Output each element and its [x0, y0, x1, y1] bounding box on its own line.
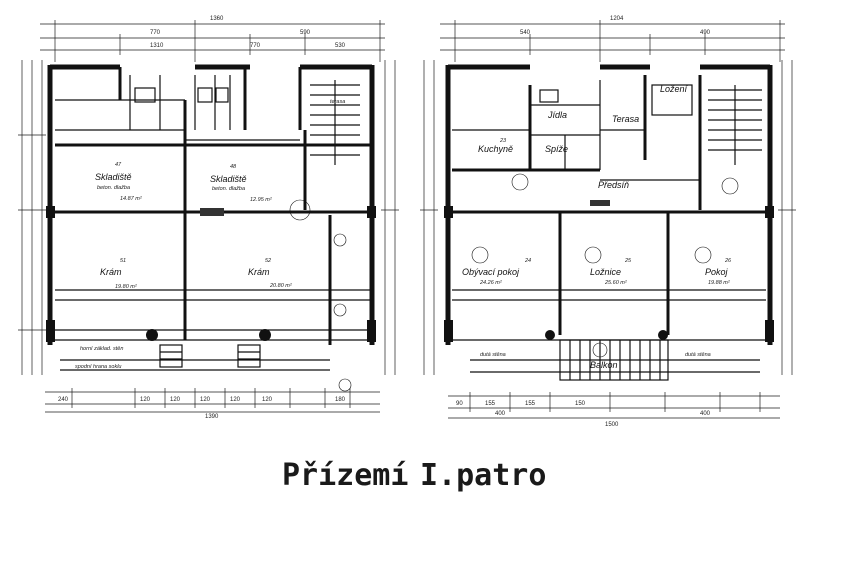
dim-top-first-total: 1204	[610, 16, 624, 22]
caption-ground-floor: Přízemí	[282, 458, 408, 493]
room-label-room: Pokoj	[705, 267, 729, 277]
room-sub-storage-2: beton. dlažba	[212, 186, 245, 192]
dim-top-ground-d: 770	[250, 43, 261, 49]
room-label-terrace-ground: terasa	[330, 99, 345, 105]
room-label-bedroom-small: Ložení	[660, 84, 689, 94]
room-label-shop-1: Krám	[100, 267, 122, 277]
room-number-23: 23	[499, 138, 507, 144]
note-duta-stena-2: dutá stěna	[685, 352, 711, 358]
room-label-kitchen: Kuchyně	[478, 144, 513, 154]
room-number-52: 52	[265, 258, 271, 264]
dim-top-first-a: 540	[520, 30, 531, 36]
room-label-living: Obývací pokoj	[462, 267, 520, 277]
dim-bottom-first-2: 155	[525, 401, 536, 407]
dim-top-ground-total: 1360	[210, 16, 224, 22]
room-number-25: 25	[624, 258, 632, 264]
room-area-shop-1: 19.80 m²	[115, 284, 137, 290]
dim-top-first-b: 490	[700, 30, 711, 36]
note-duta-stena-1: dutá stěna	[480, 352, 506, 358]
dim-top-ground-a: 770	[150, 30, 161, 36]
dim-bottom-ground-2: 120	[170, 397, 181, 403]
room-label-shop-2: Krám	[248, 267, 270, 277]
dim-bottom-ground-total: 1390	[205, 414, 219, 420]
dim-bottom-ground-4: 120	[230, 397, 241, 403]
dim-bottom-first-4: 400	[495, 411, 506, 417]
room-number-26: 26	[724, 258, 732, 264]
room-area-storage-2: 12.95 m²	[250, 197, 272, 203]
dim-bottom-ground-5: 120	[262, 397, 273, 403]
dim-bottom-first-0: 90	[456, 401, 463, 407]
dim-bottom-ground-1: 120	[140, 397, 151, 403]
room-sub-storage-1: beton. dlažba	[97, 185, 130, 191]
dim-bottom-first-total: 1500	[605, 422, 619, 428]
room-number-24: 24	[524, 258, 531, 264]
room-area-room: 19.88 m²	[708, 280, 730, 286]
room-area-bedroom: 25.60 m²	[604, 280, 627, 286]
dim-top-ground-c: 1310	[150, 43, 164, 49]
room-label-terrace-first: Terasa	[612, 114, 639, 124]
room-area-storage-1: 14.87 m²	[120, 196, 142, 202]
dim-bottom-first-1: 155	[485, 401, 496, 407]
caption-first-floor: I.patro	[420, 458, 546, 493]
ground-floor-labels: 1360 770 590 1310 770 530 Skladiště beto…	[58, 16, 346, 420]
dim-bottom-first-3: 150	[575, 401, 586, 407]
note-horni-zaklad: horní základ. stěn	[80, 346, 123, 352]
dim-top-ground-b: 590	[300, 30, 311, 36]
room-label-bedroom: Ložnice	[590, 267, 621, 277]
room-label-pantry: Spíže	[545, 144, 568, 154]
room-area-shop-2: 20.80 m²	[269, 283, 292, 289]
room-label-storage-2: Skladiště	[210, 174, 247, 184]
note-spodni-hrana: spodní hrana soklu	[75, 364, 121, 370]
dim-bottom-ground-6: 180	[335, 397, 346, 403]
room-label-balcony: Balkon	[590, 360, 618, 370]
room-label-hall: Předsíň	[598, 180, 629, 190]
ground-floor-plan	[18, 20, 399, 413]
room-number-47: 47	[115, 162, 122, 168]
room-number-51: 51	[120, 258, 126, 264]
dim-top-ground-e: 530	[335, 43, 346, 49]
dim-bottom-ground-3: 120	[200, 397, 211, 403]
dim-bottom-first-5: 400	[700, 411, 711, 417]
first-floor-labels: 1204 540 490 Kuchyně 23 Spíže Jídla Tera…	[456, 16, 732, 428]
first-floor-plan	[420, 20, 796, 419]
room-label-storage-1: Skladiště	[95, 172, 132, 182]
ground-outer-walls	[47, 64, 375, 345]
room-number-48: 48	[230, 164, 237, 170]
room-label-bath: Jídla	[547, 110, 567, 120]
dim-bottom-ground-0: 240	[58, 397, 69, 403]
room-area-living: 24.26 m²	[479, 280, 502, 286]
